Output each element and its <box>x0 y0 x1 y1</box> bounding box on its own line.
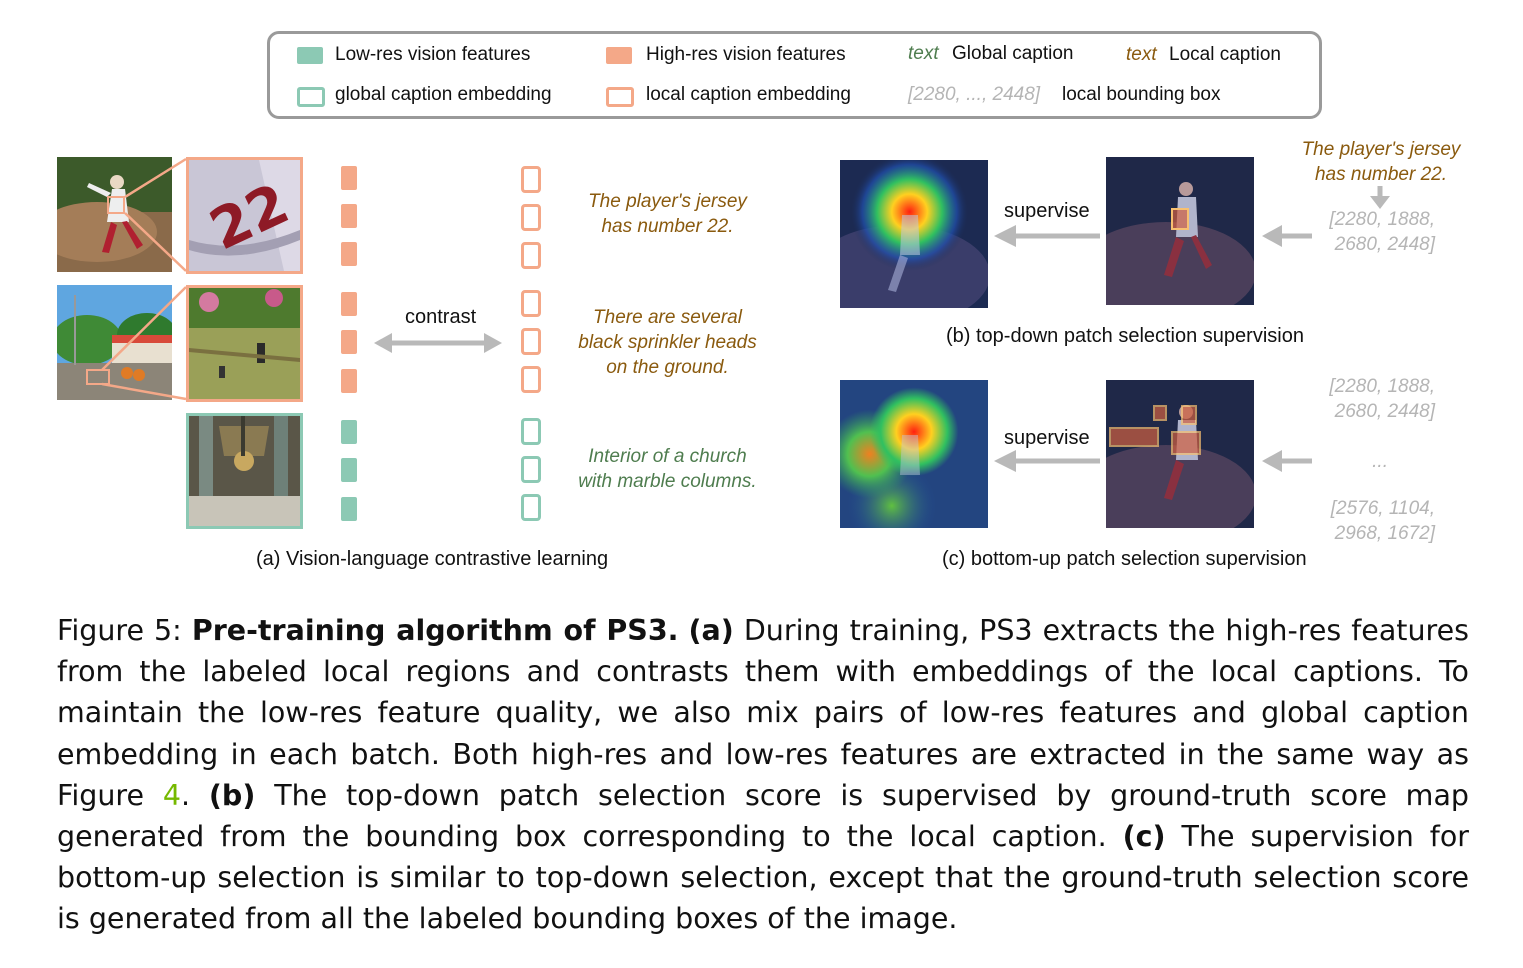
bbox-line: 2680, 2448] <box>1334 401 1435 422</box>
caption-to-bbox-arrow <box>1370 186 1390 209</box>
street-thumbnail <box>57 285 172 400</box>
low-res-feature <box>341 458 357 482</box>
global-caption-church: Interior of a church with marble columns… <box>560 444 775 494</box>
global-embedding-swatch <box>297 87 325 107</box>
caption-marker-a: (a) <box>688 614 734 647</box>
bbox-coords-b: [2280, 1888, 2680, 2448] <box>1290 207 1435 257</box>
topdown-score-map <box>840 160 988 308</box>
contrast-label: contrast <box>405 306 477 328</box>
bbox-line: 2680, 2448] <box>1334 234 1435 255</box>
caption-line: Interior of a church <box>588 446 747 467</box>
bbox-coords-c1: [2280, 1888, 2680, 2448] <box>1290 374 1435 424</box>
local-caption-embedding <box>521 204 541 231</box>
caption-text-c: The supervision for bottom-up selection … <box>57 820 1469 936</box>
supervise-label-c: supervise <box>1004 427 1090 449</box>
caption-line: has number 22. <box>1314 164 1448 185</box>
bbox-line: [2280, 1888, <box>1329 209 1435 230</box>
legend-local-caption-marker: text <box>1126 44 1157 65</box>
legend-global-caption-label: Global caption <box>952 43 1074 64</box>
caption-bold-title: Pre-training algorithm of PS3. <box>191 614 679 647</box>
panel-c-title: (c) bottom-up patch selection supervisio… <box>942 548 1307 570</box>
caption-line: The player's jersey <box>1301 139 1461 160</box>
bbox-line: [2576, 1104, <box>1330 498 1435 519</box>
bbox-line: 2968, 1672] <box>1334 523 1435 544</box>
caption-line: black sprinkler heads <box>578 332 757 353</box>
input-arrow-c <box>1262 450 1312 472</box>
global-caption-embedding <box>521 418 541 445</box>
caption-text-a: During training, PS3 extracts the high-r… <box>57 614 1470 812</box>
figure-reference-link[interactable]: 4 <box>162 778 181 812</box>
low-res-feature <box>341 420 357 444</box>
legend-local-embedding-label: local caption embedding <box>646 84 851 105</box>
contrast-arrow <box>374 333 502 353</box>
panel-b-title: (b) top-down patch selection supervision <box>946 325 1304 347</box>
local-caption-embedding <box>521 166 541 193</box>
low-res-swatch <box>297 47 323 64</box>
local-caption-sprinkler: There are several black sprinkler heads … <box>560 305 775 380</box>
high-res-swatch <box>606 47 632 64</box>
caption-text-b: The top-down patch selection score is su… <box>57 778 1470 854</box>
high-res-feature <box>341 292 357 316</box>
global-caption-embedding <box>521 456 541 483</box>
caption-line: with marble columns. <box>578 471 757 492</box>
zoom-connector-1 <box>124 157 187 272</box>
caption-line: There are several <box>593 307 742 328</box>
caption-separator: . <box>181 778 209 812</box>
local-caption-embedding <box>521 290 541 317</box>
figure-caption: Figure 5: Pre-training algorithm of PS3.… <box>57 610 1469 940</box>
caption-line: on the ground. <box>606 357 729 378</box>
panel-a-title: (a) Vision-language contrastive learning <box>256 548 609 570</box>
local-caption-embedding <box>521 366 541 393</box>
legend-bbox-label: local bounding box <box>1062 84 1221 105</box>
caption-line: has number 22. <box>601 216 734 237</box>
jersey-crop: 22 <box>186 157 303 274</box>
caption-line: The player's jersey <box>588 191 747 212</box>
high-res-feature <box>341 330 357 354</box>
legend-high-res-label: High-res vision features <box>646 44 846 65</box>
topdown-bbox-image <box>1106 157 1254 305</box>
legend-global-embedding-label: global caption embedding <box>335 84 552 105</box>
bbox-coords-c2: [2576, 1104, 2968, 1672] <box>1290 496 1435 546</box>
local-caption-embedding <box>521 328 541 355</box>
supervise-label-b: supervise <box>1004 200 1090 222</box>
caption-marker-c: (c) <box>1122 820 1166 854</box>
global-caption-embedding <box>521 494 541 521</box>
input-arrow-b <box>1262 225 1312 247</box>
high-res-feature <box>341 204 357 228</box>
high-res-feature <box>341 166 357 190</box>
bbox-line: [2280, 1888, <box>1329 376 1435 397</box>
legend-global-caption-marker: text <box>908 43 939 64</box>
high-res-feature <box>341 242 357 266</box>
legend-bbox-marker: [2280, ..., 2448] <box>908 84 1041 105</box>
legend-low-res-label: Low-res vision features <box>335 44 531 65</box>
bottomup-score-map <box>840 380 988 528</box>
low-res-feature <box>341 497 357 521</box>
sprinkler-crop <box>186 285 303 402</box>
legend-box <box>267 31 1322 119</box>
local-caption-b: The player's jersey has number 22. <box>1280 137 1482 187</box>
local-embedding-swatch <box>606 87 634 107</box>
bbox-ellipsis: ... <box>1372 451 1388 472</box>
baseball-thumbnail <box>57 157 172 272</box>
supervise-arrow-c <box>994 450 1100 472</box>
supervise-arrow-b <box>994 225 1100 247</box>
legend-local-caption-label: Local caption <box>1169 44 1281 65</box>
local-caption-embedding <box>521 242 541 269</box>
local-caption-jersey: The player's jersey has number 22. <box>560 189 775 239</box>
bottomup-bbox-image <box>1106 380 1254 528</box>
figure-label: Figure 5: <box>57 614 192 647</box>
caption-marker-b: (b) <box>208 778 256 812</box>
zoom-connector-2 <box>101 286 187 401</box>
church-crop <box>186 413 303 529</box>
high-res-feature <box>341 369 357 393</box>
